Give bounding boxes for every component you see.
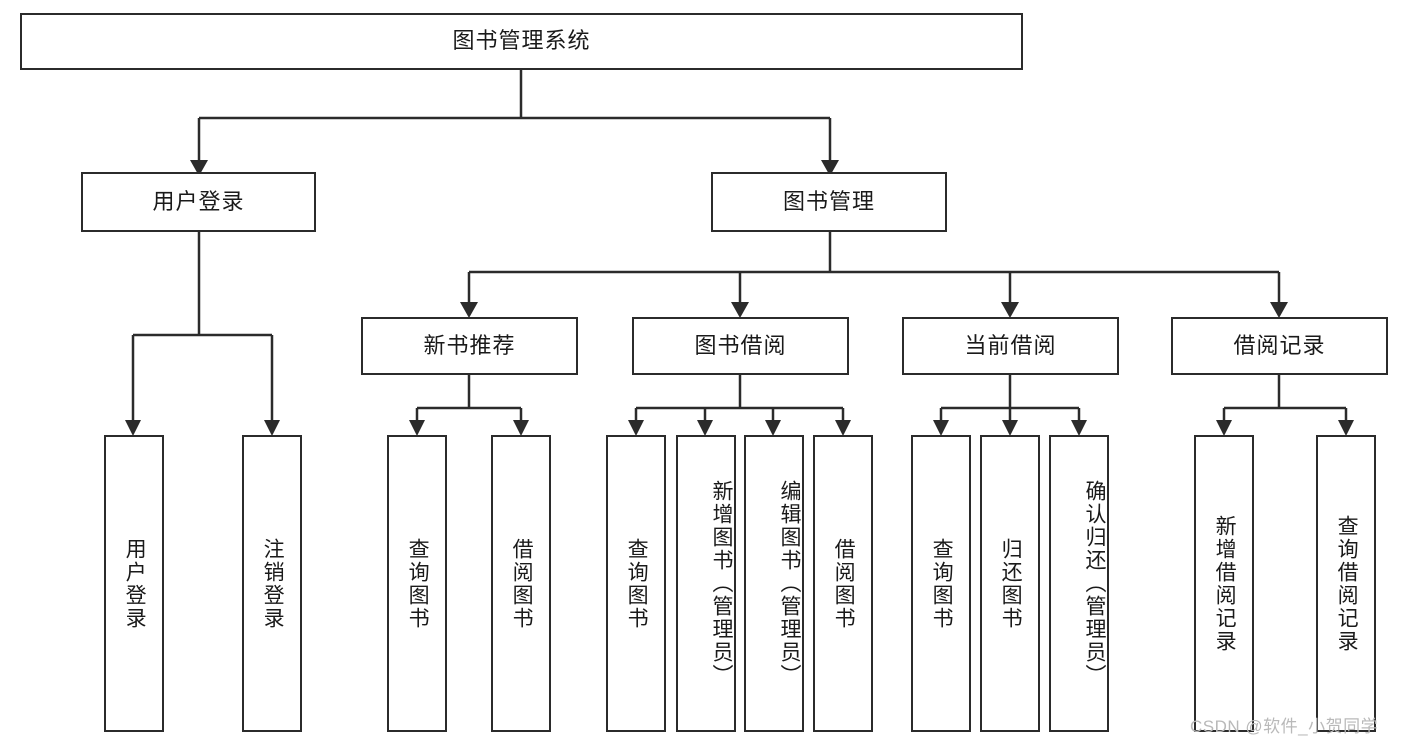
arrowhead-new-book-recommend — [460, 302, 478, 318]
node-leaf-add-book[interactable]: 新增图书（管理员） — [676, 435, 736, 732]
csdn-watermark: CSDN @软件_小贺同学 — [1190, 717, 1379, 736]
node-leaf-borrow-book-1-label: 借阅图书 — [510, 537, 534, 630]
arrowhead-leaf-borrow-book-2 — [835, 420, 851, 436]
node-leaf-user-login-label: 用户登录 — [123, 537, 147, 630]
arrowhead-leaf-query-book-1 — [409, 420, 425, 436]
node-leaf-add-record[interactable]: 新增借阅记录 — [1194, 435, 1254, 732]
arrowhead-book-borrow — [731, 302, 749, 318]
node-leaf-confirm-return-label: 确认归还（管理员） — [1083, 480, 1106, 687]
node-leaf-logout-login-label: 注销登录 — [261, 537, 285, 630]
node-book-management[interactable]: 图书管理 — [711, 172, 947, 232]
node-leaf-query-record-label: 查询借阅记录 — [1335, 514, 1359, 653]
node-root[interactable]: 图书管理系统 — [20, 13, 1023, 70]
node-leaf-borrow-book-1[interactable]: 借阅图书 — [491, 435, 551, 732]
node-leaf-query-book-3-label: 查询图书 — [930, 537, 954, 630]
arrowhead-leaf-query-record — [1338, 420, 1354, 436]
node-leaf-query-book-1[interactable]: 查询图书 — [387, 435, 447, 732]
node-leaf-query-book-2-label: 查询图书 — [625, 537, 649, 630]
node-root-label: 图书管理系统 — [452, 28, 591, 54]
node-leaf-borrow-book-2-label: 借阅图书 — [832, 537, 856, 630]
node-user-login-label: 用户登录 — [152, 188, 245, 214]
arrowhead-current-borrow — [1001, 302, 1019, 318]
node-leaf-add-record-label: 新增借阅记录 — [1213, 514, 1237, 653]
node-leaf-query-book-3[interactable]: 查询图书 — [911, 435, 971, 732]
node-new-book-recommend-label: 新书推荐 — [423, 332, 516, 358]
arrowhead-leaf-borrow-book-1 — [513, 420, 529, 436]
node-book-borrow-label: 图书借阅 — [694, 332, 787, 358]
node-leaf-confirm-return[interactable]: 确认归还（管理员） — [1049, 435, 1109, 732]
node-borrow-record-label: 借阅记录 — [1233, 332, 1326, 358]
node-book-management-label: 图书管理 — [782, 188, 875, 214]
node-current-borrow[interactable]: 当前借阅 — [902, 317, 1119, 375]
arrowhead-leaf-query-book-2 — [628, 420, 644, 436]
arrowhead-leaf-add-record — [1216, 420, 1232, 436]
node-current-borrow-label: 当前借阅 — [964, 332, 1057, 358]
node-leaf-query-book-2[interactable]: 查询图书 — [606, 435, 666, 732]
arrowhead-leaf-edit-book — [765, 420, 781, 436]
arrowhead-leaf-query-book-3 — [933, 420, 949, 436]
node-leaf-return-book-label: 归还图书 — [999, 537, 1023, 630]
arrowhead-leaf-logout-login — [264, 420, 280, 436]
node-leaf-edit-book[interactable]: 编辑图书（管理员） — [744, 435, 804, 732]
arrowhead-leaf-add-book — [697, 420, 713, 436]
arrowhead-borrow-record — [1270, 302, 1288, 318]
arrowhead-leaf-user-login — [125, 420, 141, 436]
node-leaf-borrow-book-2[interactable]: 借阅图书 — [813, 435, 873, 732]
arrowhead-leaf-return-book — [1002, 420, 1018, 436]
node-book-borrow[interactable]: 图书借阅 — [632, 317, 849, 375]
node-leaf-edit-book-label: 编辑图书（管理员） — [778, 480, 801, 687]
node-leaf-query-record[interactable]: 查询借阅记录 — [1316, 435, 1376, 732]
node-leaf-query-book-1-label: 查询图书 — [406, 537, 430, 630]
node-leaf-add-book-label: 新增图书（管理员） — [710, 480, 733, 687]
node-leaf-return-book[interactable]: 归还图书 — [980, 435, 1040, 732]
node-borrow-record[interactable]: 借阅记录 — [1171, 317, 1388, 375]
node-new-book-recommend[interactable]: 新书推荐 — [361, 317, 578, 375]
node-leaf-user-login[interactable]: 用户登录 — [104, 435, 164, 732]
node-user-login[interactable]: 用户登录 — [81, 172, 316, 232]
arrowhead-leaf-confirm-return — [1071, 420, 1087, 436]
node-leaf-logout-login[interactable]: 注销登录 — [242, 435, 302, 732]
